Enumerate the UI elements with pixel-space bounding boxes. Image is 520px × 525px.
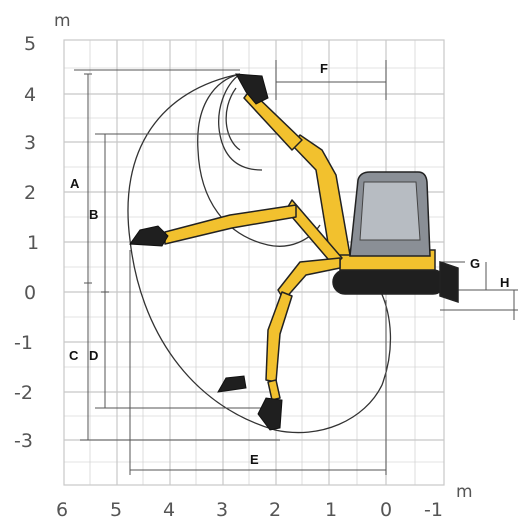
dimension-label-b: B	[89, 207, 98, 222]
y-tick-label: -3	[14, 430, 33, 452]
y-tick-label: 4	[24, 84, 36, 106]
dimension-label-e: E	[250, 452, 259, 467]
x-tick-label: 2	[269, 499, 281, 521]
excavator-arms	[164, 89, 351, 401]
dimension-label-c: C	[69, 348, 79, 363]
dimension-label-g: G	[470, 256, 480, 271]
x-tick-label: 3	[216, 499, 228, 521]
dimension-label-a: A	[70, 176, 80, 191]
y-axis-labels: 5 4 3 2 1 0 -1 -2 -3	[14, 33, 39, 452]
bucket-bottom	[257, 397, 283, 431]
x-tick-label: 6	[56, 499, 68, 521]
cab-window	[359, 181, 421, 241]
undercarriage-track	[332, 269, 446, 295]
arm-down	[265, 291, 293, 383]
y-tick-label: -2	[14, 382, 33, 404]
unit-label-bottom: m	[456, 482, 473, 502]
dimension-label-f: F	[320, 61, 328, 76]
excavator-body	[332, 171, 459, 304]
arm-upper	[243, 89, 303, 151]
bucket-left	[129, 225, 169, 247]
dimension-lines	[74, 60, 518, 475]
y-tick-label: 0	[24, 282, 36, 304]
arm-horizontal	[164, 204, 297, 245]
dimension-label-h: H	[500, 275, 509, 290]
x-tick-label: -1	[424, 499, 443, 521]
dimension-label-d: D	[89, 348, 98, 363]
y-tick-label: 2	[24, 182, 36, 204]
x-tick-label: 1	[325, 499, 337, 521]
y-tick-label: 5	[24, 33, 36, 55]
dimension-labels: A B C D E F G H	[69, 61, 509, 467]
x-tick-label: 0	[380, 499, 392, 521]
x-tick-label: 4	[163, 499, 175, 521]
unit-label-top: m	[54, 11, 71, 31]
bucket-lower-left	[217, 375, 247, 393]
buckets	[129, 73, 283, 431]
linkage	[267, 379, 281, 401]
y-tick-label: -1	[14, 332, 33, 354]
y-tick-label: 3	[24, 132, 36, 154]
y-tick-label: 1	[27, 232, 39, 254]
x-axis-labels: 6 5 4 3 2 1 0 -1	[56, 499, 443, 521]
x-tick-label: 5	[110, 499, 122, 521]
bucket-top	[235, 73, 269, 105]
dozer-blade	[439, 260, 459, 304]
